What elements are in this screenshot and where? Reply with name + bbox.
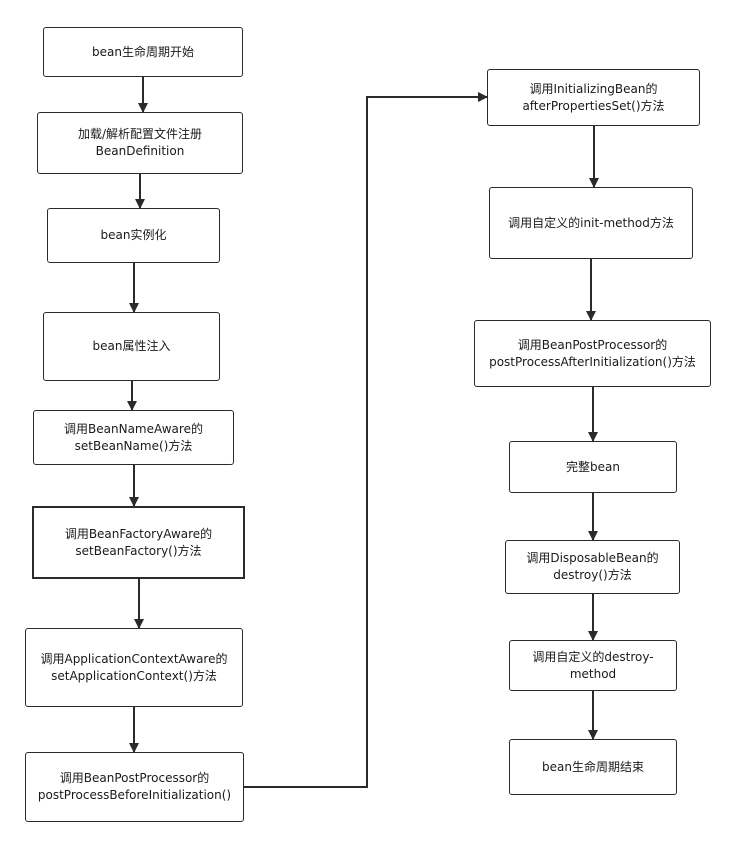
node-complete-bean: 完整bean [509,441,677,493]
node-label: bean属性注入 [92,339,171,353]
node-label: 调用ApplicationContextAware的 setApplicatio… [40,651,228,683]
node-load-bean-definition: 加载/解析配置文件注册 BeanDefinition [37,112,243,174]
node-label: 调用BeanPostProcessor的 postProcessBeforeIn… [37,771,232,802]
node-label: 调用自定义的destroy- method [532,649,654,681]
node-lifecycle-end: bean生命周期结束 [509,739,677,795]
node-label: 完整bean [566,459,620,474]
node-application-context-aware: 调用ApplicationContextAware的 setApplicatio… [25,628,243,707]
node-label: 调用自定义的init-method方法 [508,215,674,230]
node-disposable-bean: 调用DisposableBean的 destroy()方法 [505,540,680,594]
node-initializing-bean: 调用InitializingBean的 afterPropertiesSet()… [487,69,700,126]
node-custom-init-method: 调用自定义的init-method方法 [489,187,693,259]
node-property-injection: bean属性注入 [43,312,220,381]
node-label: 调用DisposableBean的 destroy()方法 [526,551,659,582]
node-bean-factory-aware: 调用BeanFactoryAware的 setBeanFactory()方法 [32,506,245,579]
node-post-process-after-init: 调用BeanPostProcessor的 postProcessAfterIni… [474,320,711,387]
node-label: 加载/解析配置文件注册 BeanDefinition [77,127,203,158]
node-label: 调用BeanFactoryAware的 setBeanFactory()方法 [64,526,213,558]
node-bean-instantiation: bean实例化 [47,208,220,263]
node-label: 调用BeanPostProcessor的 postProcessAfterIni… [489,337,696,369]
node-lifecycle-start: bean生命周期开始 [43,27,243,77]
connector-arrow-n8-n9 [244,92,488,788]
node-label: 调用InitializingBean的 afterPropertiesSet()… [522,81,665,113]
node-post-process-before-init: 调用BeanPostProcessor的 postProcessBeforeIn… [25,752,244,822]
node-bean-name-aware: 调用BeanNameAware的 setBeanName()方法 [33,410,234,465]
node-label: bean实例化 [100,228,167,242]
node-label: 调用BeanNameAware的 setBeanName()方法 [64,421,203,453]
node-custom-destroy-method: 调用自定义的destroy- method [509,640,677,691]
node-label: bean生命周期开始 [92,44,194,59]
node-label: bean生命周期结束 [542,759,644,774]
